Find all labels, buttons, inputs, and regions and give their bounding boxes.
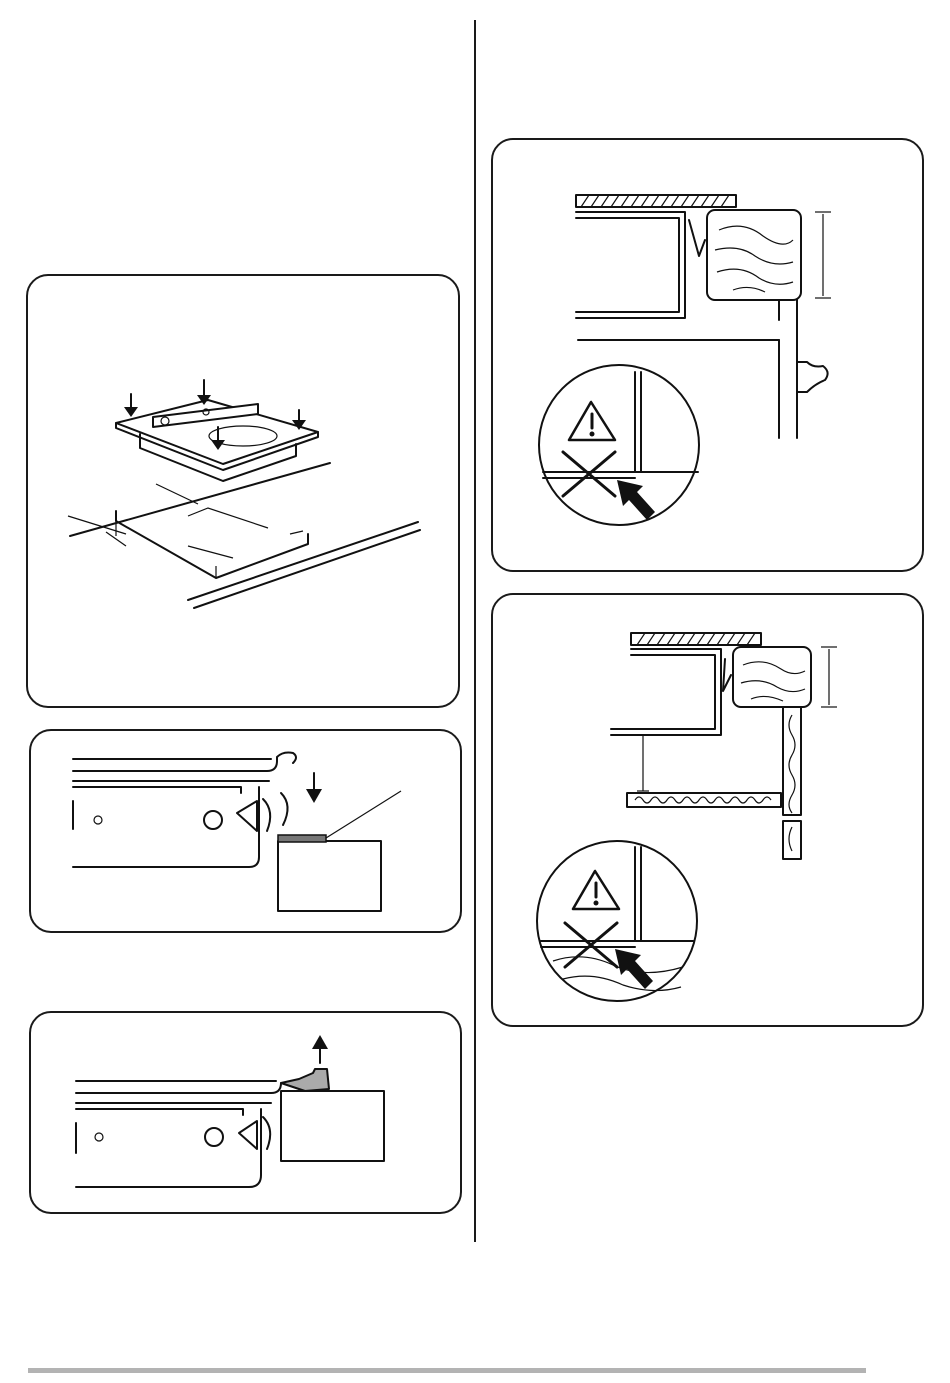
seal-strip-apply-illustration: [31, 731, 464, 935]
figure-seal-strip-apply: [29, 729, 462, 933]
arrow-down-icon: [306, 773, 322, 803]
figure-worktop-drawer: [491, 138, 924, 572]
figure-hob-placement: [26, 274, 460, 708]
footer-rule: [28, 1368, 866, 1373]
hob-placement-illustration: [28, 276, 462, 710]
figure-worktop-shelf: [491, 593, 924, 1027]
seal-strip-remove-illustration: [31, 1013, 464, 1216]
arrow-up-icon: [312, 1035, 328, 1063]
figure-seal-strip-remove: [29, 1011, 462, 1214]
worktop-drawer-illustration: [493, 140, 926, 574]
column-divider: [474, 20, 476, 1242]
worktop-shelf-illustration: [493, 595, 926, 1029]
